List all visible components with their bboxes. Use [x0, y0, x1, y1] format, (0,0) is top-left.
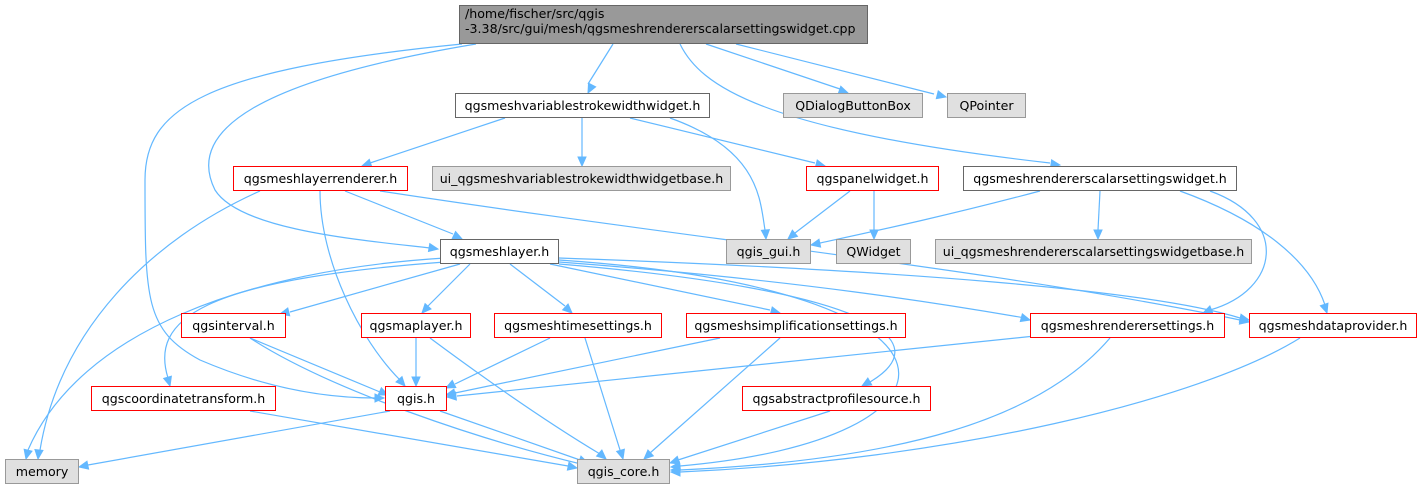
node-renderersettings[interactable]: qgsmeshrenderersettings.h	[1030, 313, 1225, 338]
root-line-2: -3.38/src/gui/mesh/qgsmeshrendererscalar…	[465, 21, 856, 36]
edge-renderer-to-memory	[34, 190, 261, 461]
edge-simplification-to-qgis-core	[643, 337, 781, 460]
node-qpointer[interactable]: QPointer	[947, 93, 1026, 118]
edge-meshlayer-to-renderersettings	[558, 261, 1032, 323]
node-memory[interactable]: memory	[5, 459, 79, 484]
node-scalar-widget[interactable]: qgsmeshrendererscalarsettingswidget.h	[963, 166, 1237, 191]
edge-varstroke-to-panelwidget	[629, 117, 827, 169]
node-qwidget[interactable]: QWidget	[836, 239, 911, 264]
edge-meshlayer-to-maplayer	[421, 263, 471, 314]
edge-scalar-to-dataprovider	[1179, 190, 1329, 315]
edge-profilesource-to-qgis-core	[668, 410, 831, 465]
edge-root-to-qgis-h	[144, 43, 463, 403]
edge-varstroke-to-ui	[577, 118, 587, 168]
edge-meshlayer-to-interval	[278, 263, 461, 317]
edge-meshlayer-to-timesettings	[509, 263, 573, 314]
node-ui-varstroke[interactable]: ui_qgsmeshvariablestrokewidthwidgetbase.…	[432, 166, 731, 191]
edge-renderer-to-qgis-h	[319, 190, 406, 387]
node-qgis-core[interactable]: qgis_core.h	[577, 459, 670, 484]
node-meshlayerrenderer[interactable]: qgsmeshlayerrenderer.h	[233, 166, 408, 191]
edge-simplification-to-qgis-h	[444, 337, 721, 398]
edge-qgis-h-to-memory	[77, 410, 391, 470]
node-interval[interactable]: qgsinterval.h	[181, 313, 286, 338]
edge-timesettings-to-qgis-core	[584, 337, 625, 461]
node-panelwidget[interactable]: qgspanelwidget.h	[806, 166, 939, 191]
node-varstroke-widget[interactable]: qgsmeshvariablestrokewidthwidget.h	[455, 93, 710, 118]
edge-root-to-varstroke	[587, 43, 614, 95]
edge-renderer-to-meshlayer	[344, 190, 464, 240]
node-dataprovider[interactable]: qgsmeshdataprovider.h	[1249, 313, 1417, 338]
root-line-1: /home/fischer/src/qgis	[465, 6, 605, 21]
node-qgis-h[interactable]: qgis.h	[385, 386, 447, 411]
node-profilesource[interactable]: qgsabstractprofilesource.h	[742, 386, 931, 411]
edge-timesettings-to-qgis-h	[444, 337, 551, 389]
node-simplification[interactable]: qgsmeshsimplificationsettings.h	[686, 313, 906, 338]
node-meshlayer[interactable]: qgsmeshlayer.h	[440, 239, 559, 264]
edge-meshlayer-to-dataprovider	[558, 257, 1251, 323]
node-maplayer[interactable]: qgsmaplayer.h	[361, 313, 471, 338]
edge-coordtransform-to-qgis-core	[249, 410, 579, 471]
edge-root-to-meshlayer	[208, 43, 477, 253]
node-qdialogbuttonbox[interactable]: QDialogButtonBox	[783, 93, 923, 118]
edge-meshlayer-to-coordtransform	[162, 261, 446, 388]
edge-root-to-qpointer	[735, 43, 948, 100]
edge-maplayer-to-qgis-h	[411, 338, 421, 388]
edge-scalar-to-ui-scalar	[1093, 190, 1103, 241]
edge-root-to-qdialogbuttonbox	[705, 43, 850, 95]
edge-scalar-to-qgis-gui	[809, 190, 1041, 248]
edge-meshlayer-to-simplification	[549, 263, 782, 316]
node-qgis-gui[interactable]: qgis_gui.h	[726, 239, 811, 264]
edge-panelwidget-to-qgis-gui	[787, 190, 851, 240]
edge-qgis-h-to-qgis-core	[439, 410, 590, 465]
edge-varstroke-to-meshlayerrenderer	[360, 117, 506, 168]
edge-renderersettings-to-qgis-h	[445, 335, 1036, 401]
edge-dataprovider-to-qgis-core	[669, 337, 1301, 477]
node-ui-scalar[interactable]: ui_qgsmeshrendererscalarsettingswidgetba…	[935, 239, 1252, 264]
node-coordtransform[interactable]: qgscoordinatetransform.h	[91, 386, 276, 411]
edge-varstroke-to-qgis-gui	[669, 117, 771, 241]
edge-panelwidget-to-qwidget	[869, 191, 879, 241]
edge-maplayer-to-qgis-core	[429, 337, 607, 460]
node-root-file[interactable]: /home/fischer/src/qgis -3.38/src/gui/mes…	[459, 5, 868, 44]
node-timesettings[interactable]: qgsmeshtimesettings.h	[494, 313, 662, 338]
